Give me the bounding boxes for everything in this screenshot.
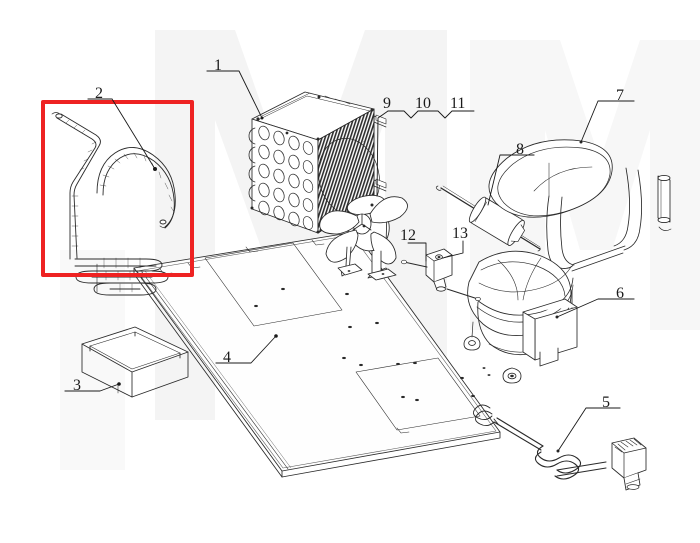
- part-compressor: [463, 250, 578, 384]
- callout-label-8: 8: [516, 141, 524, 158]
- callout-label-11: 11: [450, 95, 466, 112]
- callout-label-5: 5: [602, 394, 610, 411]
- leader-bracket-9-10-11: [387, 110, 475, 119]
- leader-9-tail: [376, 110, 389, 197]
- callout-label-13: 12: [400, 227, 416, 244]
- callout-label-9: 9: [383, 95, 391, 112]
- leader-12: [442, 240, 464, 259]
- callout-label-12: 13: [452, 225, 468, 242]
- part-discharge-loop-tube: [488, 139, 672, 272]
- callout-label-10: 10: [415, 95, 431, 112]
- part-2-highlight-box: [41, 100, 194, 277]
- part-capillary-tube: [401, 259, 481, 302]
- part-drip-tray: [81, 326, 189, 398]
- leader-5: [557, 407, 621, 452]
- leader-13: [407, 242, 427, 262]
- part-base-plate: [133, 231, 501, 478]
- callout-label-7: 7: [616, 87, 624, 104]
- part-suction-line-assembly: [473, 404, 647, 491]
- callout-label-2: 2: [95, 85, 103, 102]
- callout-label-6: 6: [616, 285, 624, 302]
- callout-label-1: 1: [214, 57, 222, 74]
- part-fan-motor-assembly: [319, 194, 408, 281]
- callout-label-4: 4: [223, 349, 231, 366]
- callout-label-3: 3: [73, 377, 81, 394]
